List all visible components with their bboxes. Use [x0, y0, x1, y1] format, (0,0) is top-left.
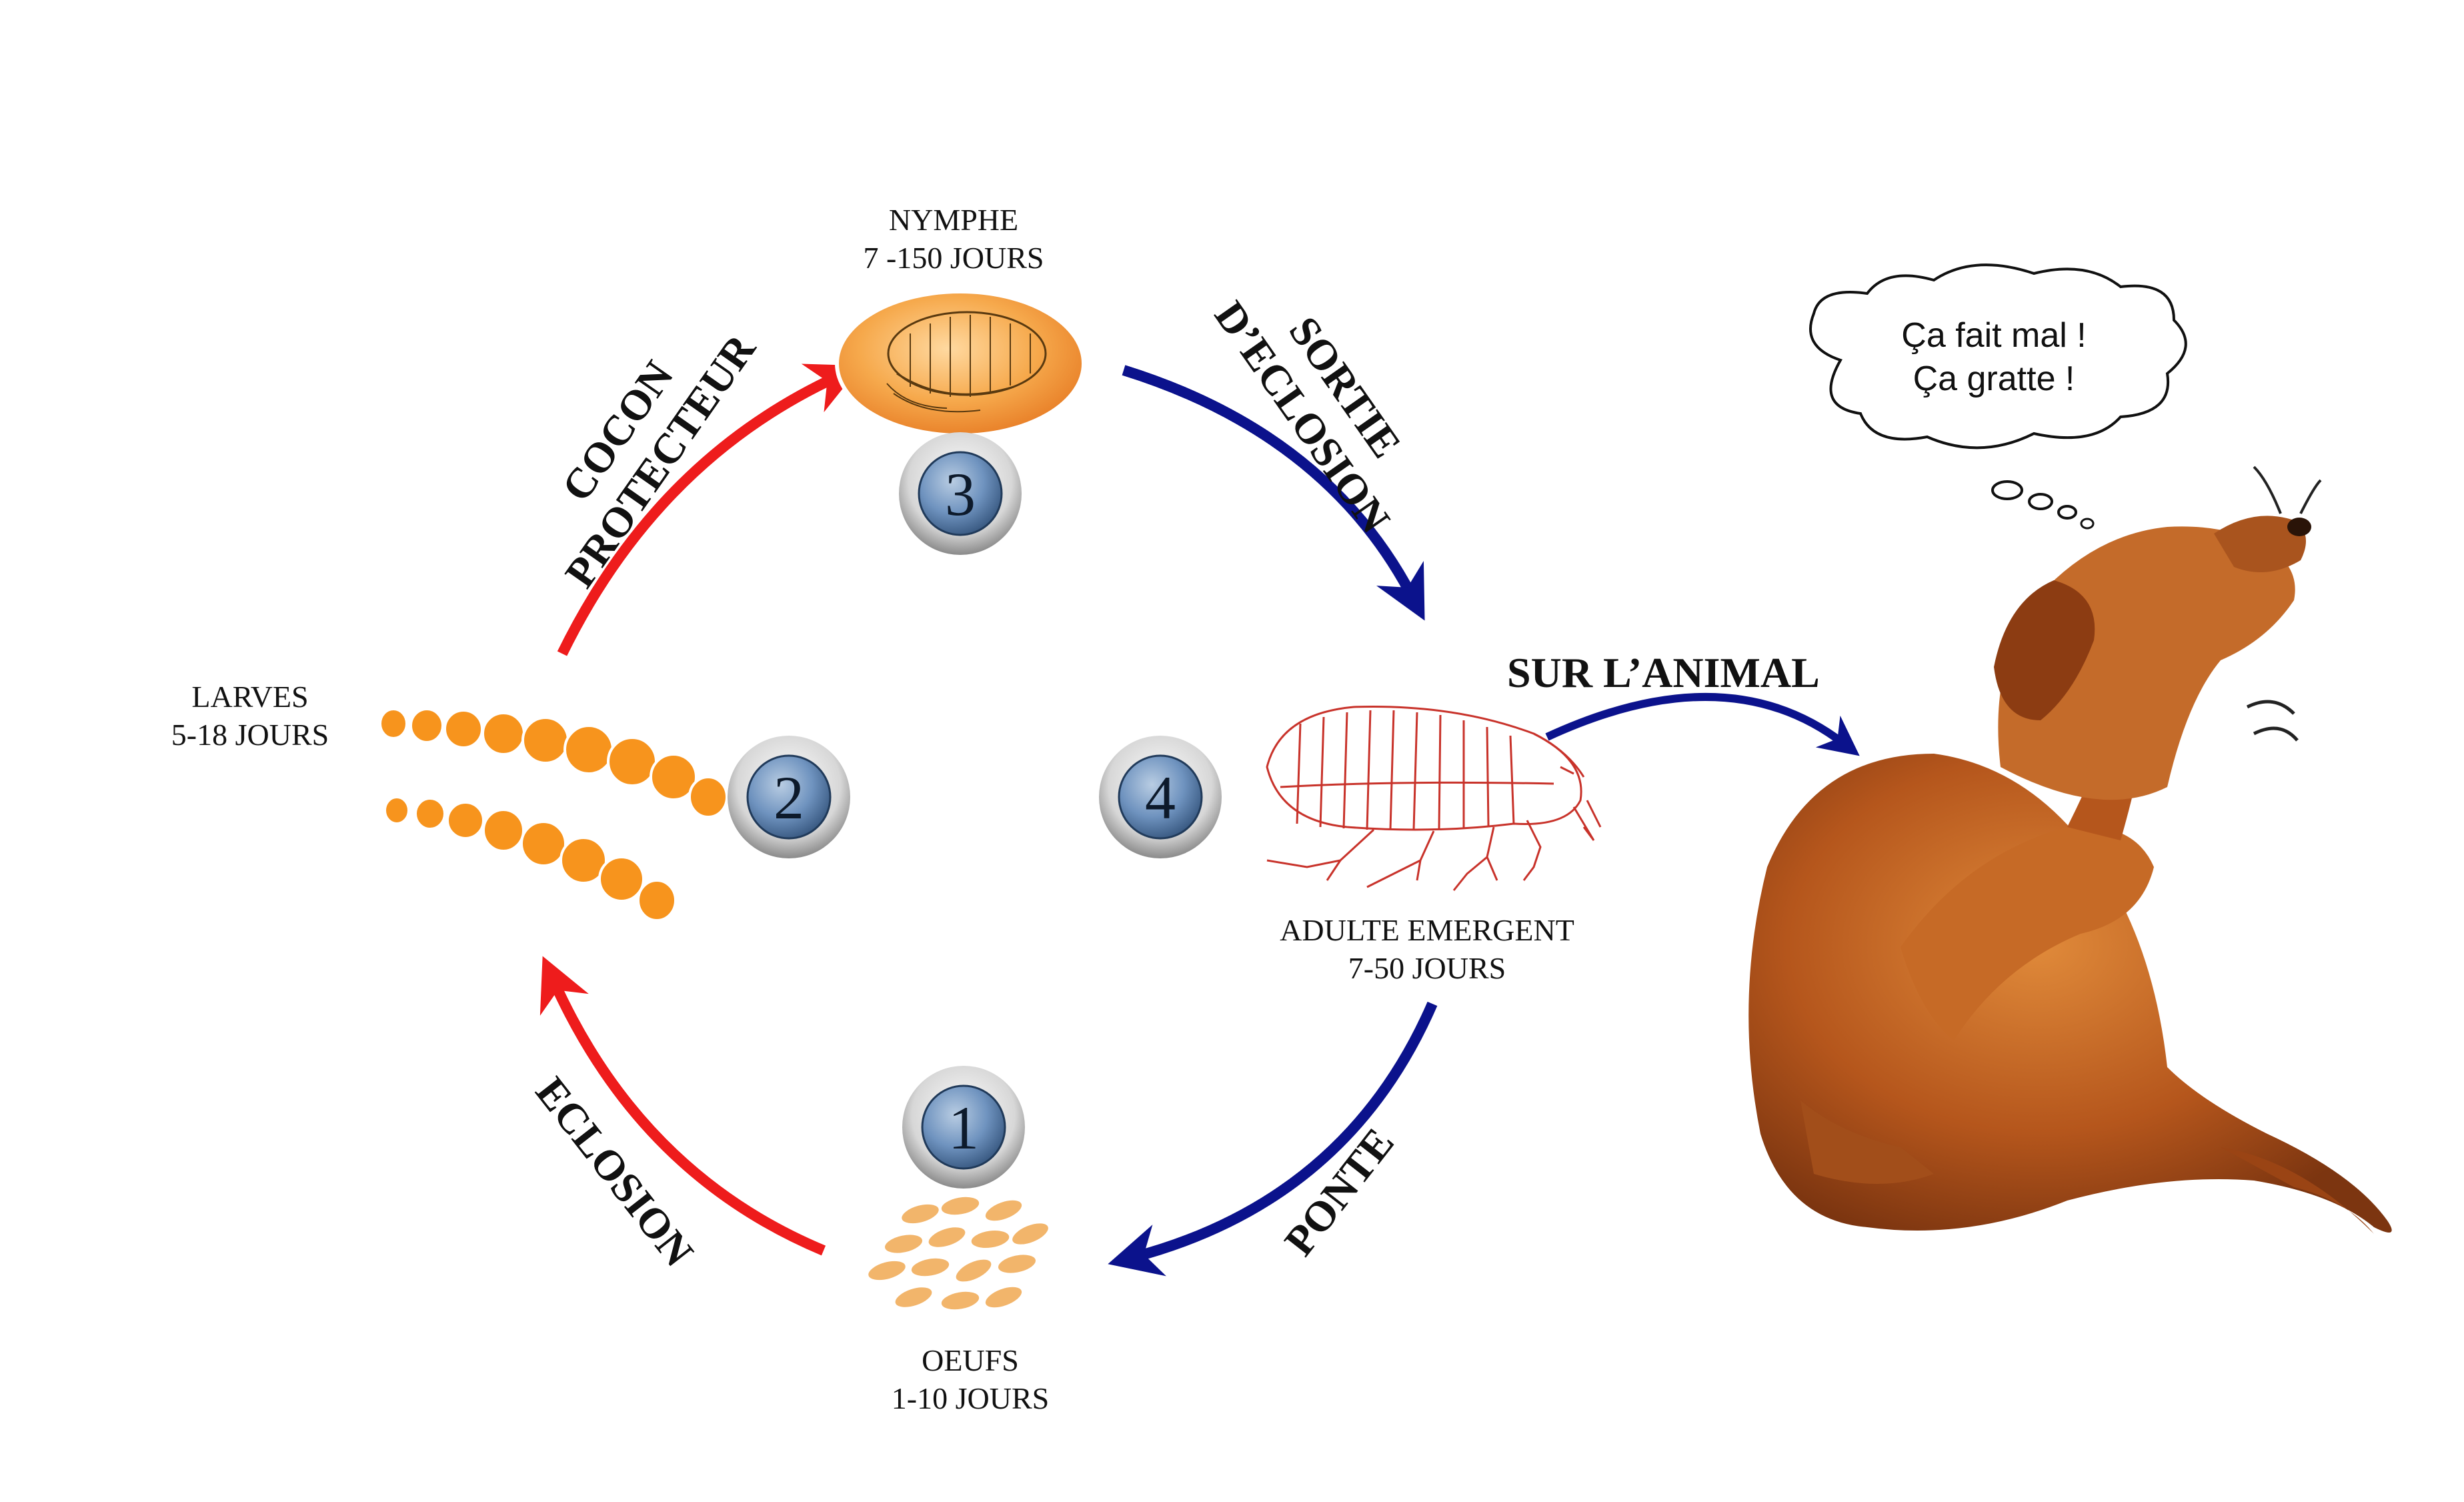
badge-4-number: 4 [1145, 764, 1176, 832]
arrow-ponte [1108, 1001, 1438, 1277]
nymphe-name: NYMPHE [889, 203, 1018, 237]
arrow-eclosion [539, 956, 826, 1256]
speech-line1: Ça fait mal ! [1901, 316, 2086, 355]
arrow-sortie-eclosion [1122, 365, 1425, 621]
arrow-sur-animal [1545, 692, 1860, 756]
badge-4: 4 [1099, 736, 1222, 858]
badge-2-number: 2 [774, 764, 804, 832]
oeufs-duration: 1-10 JOURS [892, 1381, 1049, 1415]
eggs-image [866, 1195, 1050, 1312]
stage-adulte: ADULTE EMERGENT 7-50 JOURS [1266, 706, 1602, 985]
eclosion-label: ECLOSION [527, 1068, 703, 1275]
stage-oeufs: OEUFS 1-10 JOURS [866, 1195, 1050, 1415]
nymphe-duration: 7 -150 JOURS [864, 241, 1044, 275]
scratching-dog-image [1748, 466, 2392, 1234]
nymphe-cocoon-image [835, 289, 1086, 438]
badge-1: 1 [902, 1066, 1025, 1189]
sur-animal-label: SUR L’ANIMAL [1507, 649, 1820, 696]
adulte-duration: 7-50 JOURS [1348, 951, 1506, 985]
badge-3-number: 3 [945, 460, 976, 528]
stage-larves: LARVES 5-18 JOURS [171, 680, 728, 922]
oeufs-name: OEUFS [922, 1343, 1019, 1377]
sortie-eclosion-label: SORTIE D’ECLOSION [1206, 293, 1410, 542]
larves-name: LARVES [191, 680, 308, 714]
arrow-cocon-protecteur [557, 363, 862, 656]
badge-1-number: 1 [948, 1094, 979, 1162]
larva-upper-image [379, 708, 728, 818]
badge-2: 2 [728, 736, 850, 858]
flea-adult-image [1266, 706, 1602, 891]
larves-duration: 5-18 JOURS [171, 718, 329, 752]
larva-lower-image [383, 796, 677, 922]
badge-3: 3 [899, 432, 1022, 555]
adulte-name: ADULTE EMERGENT [1280, 913, 1574, 947]
stage-nymphe: NYMPHE 7 -150 JOURS [835, 203, 1086, 438]
speech-bubble: Ça fait mal ! Ça gratte ! [1809, 263, 2187, 530]
speech-line2: Ça gratte ! [1913, 359, 2075, 398]
